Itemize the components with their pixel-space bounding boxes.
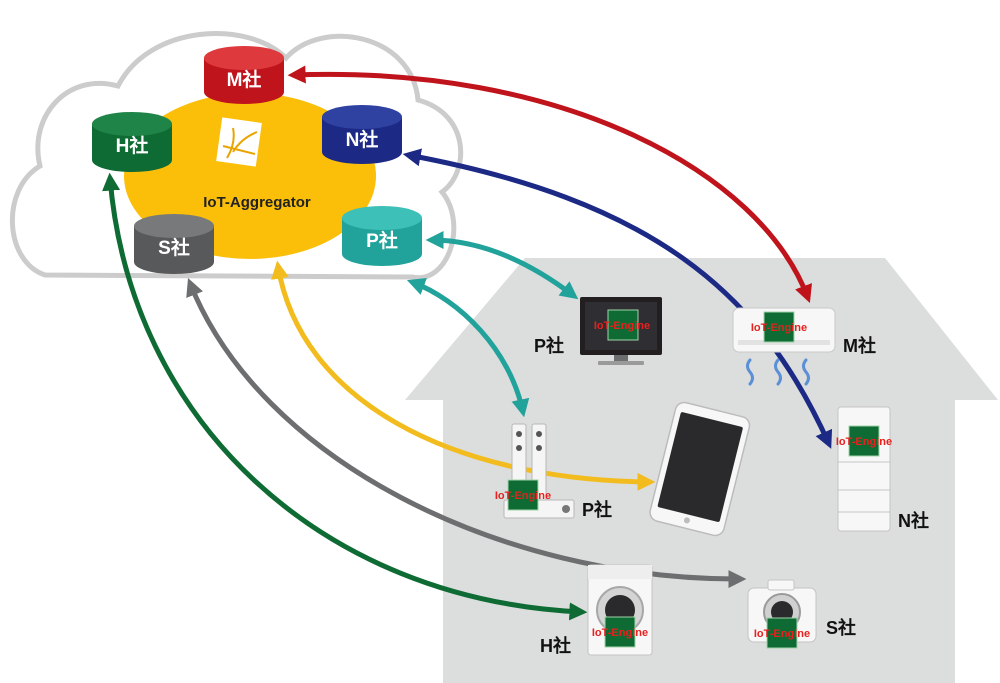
washer-iot-engine-label: IoT-Engine [592,627,648,639]
fridge-maker-label: N社 [898,510,929,531]
aircon-iot-engine-label: IoT-Engine [751,322,807,334]
fridge-iot-engine-label: IoT-Engine [836,436,892,448]
speaker-iot-engine-board-icon [507,479,539,511]
camera-iot-engine-label: IoT-Engine [754,628,810,640]
aircon-device: IoT-Engine M社 [732,307,876,386]
database-m-label: M社 [227,68,262,91]
database-h: H社 [92,112,172,172]
speaker-iot-engine-label: IoT-Engine [495,490,551,502]
aggregator-label: IoT-Aggregator [203,194,311,211]
camera-maker-label: S社 [826,617,856,638]
speaker-device: IoT-Engine P社 [495,423,612,520]
database-m: M社 [204,46,284,104]
fridge-device: IoT-Engine N社 [836,406,929,532]
aircon-iot-engine-board-icon [763,311,795,343]
camera-iot-engine-board-icon [766,617,798,649]
smartphone-device [649,401,751,537]
database-n: N社 [322,105,402,164]
database-s-label: S社 [158,236,190,259]
tv-iot-engine-label: IoT-Engine [594,320,650,332]
camera-device: IoT-Engine S社 [747,579,856,649]
washer-device: IoT-Engine H社 [540,564,653,656]
database-p-label: P社 [366,229,398,252]
tv-device: IoT-Engine P社 [534,297,662,365]
arrow-h [102,172,588,621]
tv-iot-engine-board-icon [607,309,639,341]
database-p: P社 [342,206,422,266]
airflow-icon [746,358,810,386]
fridge-iot-engine-board-icon [848,425,880,457]
tv-maker-label: P社 [534,335,564,356]
database-h-label: H社 [116,134,149,157]
database-n-label: N社 [346,128,379,151]
washer-iot-engine-board-icon [604,616,636,648]
aggregator-logo-icon [216,117,262,167]
washer-maker-label: H社 [540,635,571,656]
database-s: S社 [134,214,214,274]
aircon-maker-label: M社 [843,335,876,356]
speaker-maker-label: P社 [582,499,612,520]
